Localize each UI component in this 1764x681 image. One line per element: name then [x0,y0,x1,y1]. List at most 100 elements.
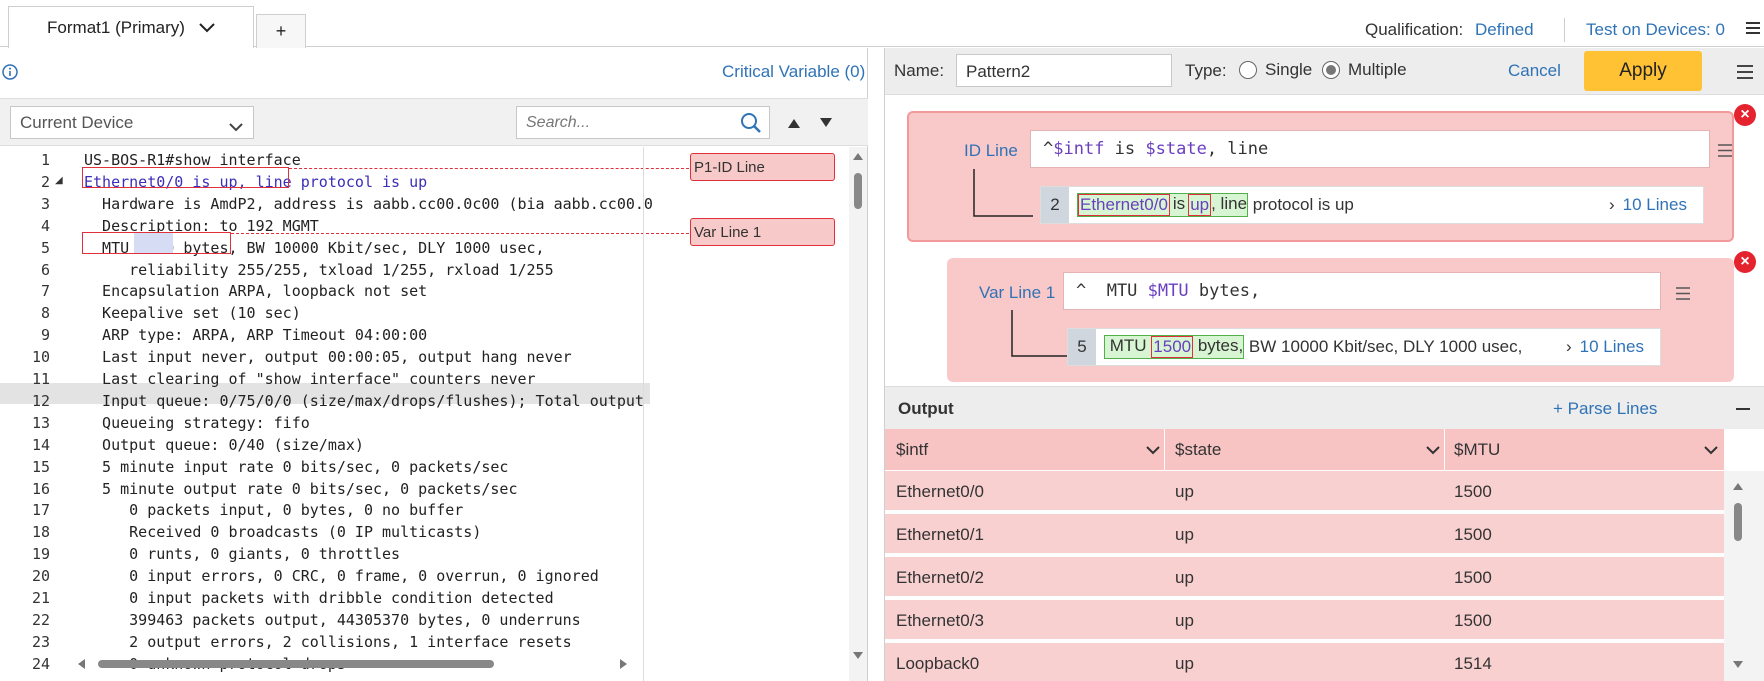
line-number: 8 [40,304,50,323]
var1-connector [231,233,689,234]
cell-mtu: 1500 [1454,482,1492,501]
current-line-highlight [0,383,650,404]
code-line[interactable]: 5 minute output rate 0 bits/sec, 0 packe… [84,479,518,498]
code-line[interactable]: 5 minute input rate 0 bits/sec, 0 packet… [84,457,509,476]
id-line-pattern-input[interactable]: ^$intf is $state, line [1030,130,1710,168]
var-line-1-label[interactable]: Var Line 1 [690,218,835,246]
table-row[interactable]: Loopback0 up 1514 [884,643,1724,681]
pattern-var-state: $state [1145,139,1207,159]
table-vertical-scrollbar[interactable] [1724,471,1764,681]
search-input[interactable]: Search... [516,106,770,139]
qualification-value[interactable]: Defined [1475,20,1534,39]
cell-state: up [1175,611,1194,630]
name-input[interactable]: Pattern2 [956,54,1172,87]
code-line[interactable]: Description: to 192 MGMT [84,216,319,235]
code-line[interactable]: 2 output errors, 2 collisions, 1 interfa… [84,632,572,651]
menu-icon[interactable] [1737,64,1753,84]
code-line[interactable]: 0 packets input, 0 bytes, 0 no buffer [84,501,464,520]
var-line-pattern-input[interactable]: ^ MTU $MTU bytes, [1063,272,1661,310]
code-horizontal-scrollbar[interactable] [72,657,642,673]
critical-variable-link[interactable]: Critical Variable (0) [722,62,866,81]
card-menu-icon[interactable] [1676,284,1690,305]
code-line[interactable]: Encapsulation ARPA, loopback not set [84,282,428,301]
chevron-down-icon[interactable] [199,18,215,38]
remove-id-line-icon[interactable]: × [1734,104,1756,126]
info-icon[interactable] [2,64,18,85]
left-header: Critical Variable (0) [0,48,868,98]
line-number: 24 [31,654,50,673]
p1-id-line-label[interactable]: P1-ID Line [690,153,835,181]
chevron-down-icon[interactable] [1146,446,1160,455]
arrow-down-icon[interactable] [819,114,833,134]
line-number: 22 [31,610,50,629]
line-number: 11 [31,370,50,388]
collapse-icon[interactable] [1736,408,1750,410]
chevron-down-icon[interactable] [1704,446,1718,455]
code-line[interactable]: 0 input errors, 0 CRC, 0 frame, 0 overru… [84,567,599,586]
cell-intf: Ethernet0/3 [896,611,984,630]
table-row[interactable]: Ethernet0/2 up 1500 [884,557,1724,598]
cancel-button[interactable]: Cancel [1508,61,1561,80]
cell-state: up [1175,482,1194,501]
cell-state: up [1175,654,1194,673]
var-line-more-lines[interactable]: ›10 Lines [1556,329,1660,365]
code-line[interactable]: Ethernet0/0 is up, line protocol is up [84,172,428,191]
line-number: 5 [1068,329,1096,365]
type-single-radio[interactable]: Single [1239,60,1312,80]
cell-intf: Loopback0 [896,654,980,673]
remove-var-line-icon[interactable]: × [1734,251,1756,273]
code-line[interactable]: Last input never, output 00:00:05, outpu… [84,348,572,367]
code-line[interactable]: reliability 255/255, txload 1/255, rxloa… [84,260,554,279]
column-header-mtu[interactable]: $MTU [1454,440,1501,459]
apply-button[interactable]: Apply [1584,51,1702,91]
table-row[interactable]: Ethernet0/3 up 1500 [884,600,1724,641]
cell-mtu: 1514 [1454,654,1492,673]
line-number: 19 [31,545,50,564]
code-vertical-scrollbar[interactable] [849,147,867,681]
column-header-state[interactable]: $state [1175,440,1222,459]
type-multiple-radio[interactable]: Multiple [1322,60,1407,80]
code-line[interactable]: Input queue: 0/75/0/0 (size/max/drops/fl… [84,391,644,410]
var-line-match-box [82,232,231,254]
line-number: 18 [31,523,50,542]
table-row[interactable]: Ethernet0/0 up 1500 [884,471,1724,512]
cell-intf: Ethernet0/1 [896,525,984,544]
chevron-down-icon[interactable] [1426,446,1440,455]
tab-format1-primary[interactable]: Format1 (Primary) [8,6,254,48]
sample-var-mtu: 1500 [1151,336,1194,358]
fold-icon[interactable]: ◢ [55,175,63,186]
menu-icon[interactable] [1745,20,1761,41]
left-pane [0,48,868,681]
device-select[interactable]: Current Device [10,106,254,139]
code-line[interactable]: ARP type: ARPA, ARP Timeout 04:00:00 [84,326,428,345]
code-line[interactable]: Queueing strategy: fifo [84,413,310,432]
connector-line [973,169,1033,217]
sample-rest: protocol is up [1248,195,1354,214]
code-line[interactable]: Keepalive set (10 sec) [84,304,301,323]
line-number: 15 [31,457,50,476]
code-line[interactable]: 0 input packets with dribble condition d… [84,589,554,607]
search-icon[interactable] [740,112,762,139]
code-line[interactable]: Last clearing of "show interface" counte… [84,370,536,388]
code-line[interactable]: Hardware is AmdP2, address is aabb.cc00.… [84,194,652,213]
line-number: 10 [31,348,50,367]
code-line[interactable]: Output queue: 0/40 (size/max) [84,435,364,454]
code-line[interactable]: 399463 packets output, 44305370 bytes, 0… [84,610,581,629]
sample-text: , line [1211,194,1248,213]
pattern-text: , line [1206,139,1269,159]
code-line[interactable]: MTU 1500 bytes, BW 10000 Kbit/sec, DLY 1… [84,238,545,257]
parse-lines-button[interactable]: + Parse Lines [1553,399,1658,418]
add-tab-button[interactable]: + [256,14,306,48]
var-line-sample[interactable]: 5 MTU 1500 bytes, BW 10000 Kbit/sec, DLY… [1067,328,1661,366]
column-header-intf[interactable]: $intf [896,440,929,459]
arrow-up-icon[interactable] [787,114,801,134]
cell-mtu: 1500 [1454,568,1492,587]
table-row[interactable]: Ethernet0/1 up 1500 [884,514,1724,555]
id-line-more-lines[interactable]: ›10 Lines [1599,187,1703,223]
test-on-devices-link[interactable]: Test on Devices: 0 [1586,20,1725,39]
card-menu-icon[interactable] [1718,141,1732,162]
code-line[interactable]: Received 0 broadcasts (0 IP multicasts) [84,523,482,542]
code-line[interactable]: US-BOS-R1#show interface [84,151,301,169]
code-line[interactable]: 0 runts, 0 giants, 0 throttles [84,545,401,564]
